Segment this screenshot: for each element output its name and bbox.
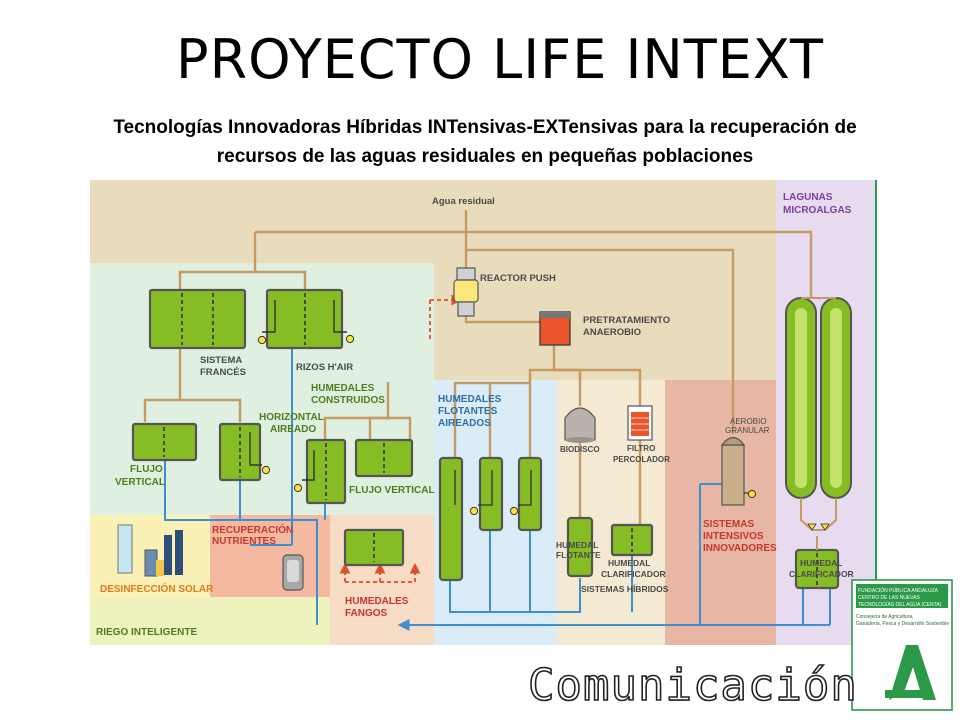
logo-line-2: CENTRO DE LAS NUEVAS: [858, 595, 921, 601]
label-aerobio-1: AEROBIO: [730, 417, 766, 426]
water-pipes: [164, 340, 831, 631]
label-humedales-flotantes-1: HUMEDALES: [438, 394, 502, 405]
label-flujo-vertical-left-1: FLUJO: [130, 464, 163, 475]
label-humedal-flotante-1: HUMEDAL: [556, 540, 599, 550]
label-sistemas-intensivos-1: SISTEMAS: [703, 519, 754, 530]
label-horizontal-2: AIREADO: [270, 424, 316, 435]
pretratamiento-tank: [539, 311, 571, 346]
label-biodisco: BIODISCO: [560, 445, 600, 454]
humedal-aireado-tank: [293, 438, 347, 505]
label-filtro-1: FILTRO: [627, 444, 655, 453]
zone-riego: [90, 597, 330, 645]
label-sistemas-intensivos-3: INNOVADORES: [703, 543, 777, 554]
sistema-frances-tank: [148, 288, 247, 350]
label-horizontal-1: HORIZONTAL: [259, 412, 324, 423]
label-sistema-frances-1: SISTEMA: [200, 355, 242, 366]
diagram-labels: Agua residual REACTOR PUSH PRETRATAMIENT…: [96, 192, 949, 638]
flujo-vertical-left-tank: [131, 422, 198, 462]
label-humedal-clarificador-1: HUMEDAL: [608, 558, 651, 568]
lagunas-columns: [785, 297, 852, 531]
desinfeccion-unit: [117, 524, 183, 577]
label-reactor-push: REACTOR PUSH: [480, 273, 556, 284]
label-agua-residual: Agua residual: [432, 196, 495, 207]
aerobio-granular-unit: [720, 436, 757, 506]
label-flujo-vertical-right: FLUJO VERTICAL: [349, 485, 435, 496]
logo-line-1: FUNDACIÓN PÚBLICA ANDALUZA: [858, 587, 939, 594]
label-humedal-clarificador-right-2: CLARIFICADOR: [789, 569, 854, 579]
label-sistema-frances-2: FRANCÉS: [200, 367, 246, 378]
subtitle-line-1: Tecnologías Innovadoras Híbridas INTensi…: [113, 117, 857, 138]
slide-subtitle: Tecnologías Innovadoras Híbridas INTensi…: [90, 113, 880, 171]
humedal-clarificador-tank: [610, 523, 654, 557]
reactor-push: [453, 267, 479, 317]
label-sistemas-hibridos: SISTEMAS HÍBRIDOS: [581, 584, 669, 594]
label-humedales-construidos-1: HUMEDALES: [311, 383, 375, 394]
label-humedal-clarificador-right-1: HUMEDAL: [800, 558, 843, 568]
flujo-vertical-right-tank: [354, 438, 414, 478]
logo-line-4: Consejería de Agricultura,: [856, 614, 914, 620]
label-lagunas-2: MICROALGAS: [783, 205, 852, 216]
label-humedales-fangos-1: HUMEDALES: [345, 596, 409, 607]
label-recuperacion-1: RECUPERACIÓN: [212, 523, 293, 536]
junta-logo: [851, 579, 953, 711]
label-lagunas-1: LAGUNAS: [783, 192, 833, 203]
label-desinfeccion: DESINFECCIÓN SOLAR: [100, 582, 214, 595]
biodisco-unit: [564, 407, 596, 443]
label-pretratamiento-2: ANAEROBIO: [583, 327, 641, 338]
logo-line-5: Ganadería, Pesca y Desarrollo Sostenible: [856, 621, 949, 627]
label-sistemas-intensivos-2: INTENSIVOS: [703, 531, 764, 542]
recuperacion-unit: [282, 554, 304, 591]
horizontal-aireado-tank: [218, 422, 271, 482]
label-humedal-flotante-2: FLOTANTE: [556, 550, 601, 560]
logo-line-3: TECNOLOGÍAS DEL AGUA (CENTA): [858, 601, 942, 608]
label-riego: RIEGO INTELIGENTE: [96, 627, 197, 638]
footer-comunicacion: Comunicación: [527, 659, 858, 712]
label-aerobio-2: GRANULAR: [725, 426, 770, 435]
zone-recuperacion: [210, 515, 330, 597]
humedales-flotantes-tanks: [438, 456, 543, 582]
label-humedales-flotantes-2: FLOTANTES: [438, 406, 498, 417]
label-humedales-construidos-2: CONSTRUIDOS: [311, 395, 385, 406]
label-humedales-fangos-2: FANGOS: [345, 608, 388, 619]
rizos-tank: [257, 288, 355, 350]
zone-sistemas-intensivos: [665, 380, 776, 645]
label-recuperacion-2: NUTRIENTES: [212, 536, 276, 547]
subtitle-line-2: recursos de las aguas residuales en pequ…: [216, 146, 754, 167]
filtro-percolador-unit: [627, 405, 653, 441]
humedal-clarificador-right-tank: [794, 536, 840, 590]
humedales-fangos-tank: [343, 528, 405, 567]
label-rizos: RIZOS H'AIR: [296, 362, 353, 373]
slide-title: PROYECTO LIFE INTEXT: [176, 28, 824, 91]
label-flujo-vertical-left-2: VERTICAL: [115, 477, 165, 488]
humedal-flotante-tank: [566, 516, 594, 578]
label-filtro-2: PERCOLADOR: [613, 455, 670, 464]
sewage-pipes: [143, 210, 813, 525]
label-pretratamiento-1: PRETRATAMIENTO: [583, 315, 670, 326]
label-humedal-clarificador-2: CLARIFICADOR: [601, 569, 666, 579]
label-humedales-flotantes-3: AIREADOS: [438, 418, 491, 429]
